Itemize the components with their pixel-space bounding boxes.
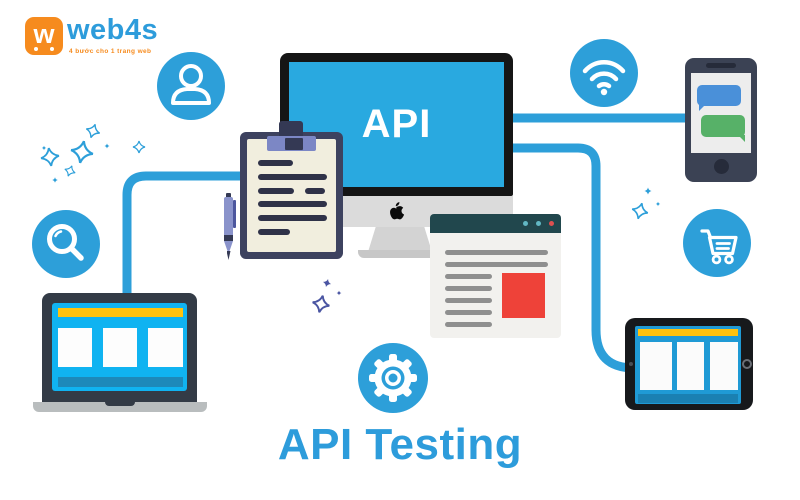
cart-icon <box>683 209 751 277</box>
tablet-home-button <box>742 359 752 369</box>
tablet-content-column <box>710 342 738 390</box>
tablet-header-bar <box>638 329 738 336</box>
pen-body <box>224 197 233 237</box>
phone-home-button <box>714 159 729 174</box>
clipboard-paper <box>247 139 336 252</box>
wifi-icon <box>570 39 638 107</box>
chat-bubble-tail <box>738 135 745 142</box>
tablet-camera-dot <box>629 362 633 366</box>
chat-bubble-blue-icon <box>697 85 741 106</box>
browser-text-line <box>445 274 492 279</box>
pen-clip <box>233 200 236 228</box>
chat-bubble-tail <box>699 104 706 111</box>
pen-tip <box>226 251 231 260</box>
logo-badge-letter: w <box>33 19 55 49</box>
imac-monitor-stand-base <box>358 250 442 258</box>
web4s-logo-badge: w <box>25 17 63 55</box>
page-title: API Testing <box>277 420 523 469</box>
clipboard-text-line <box>258 188 294 194</box>
laptop-content-column <box>103 328 137 367</box>
apple-logo-icon <box>390 202 405 220</box>
clipboard-text-line <box>258 174 327 180</box>
clipboard-clip-inner <box>285 138 303 150</box>
sparkle-cluster-right <box>629 187 661 222</box>
connector-monitor-to-tablet <box>495 143 649 373</box>
gear-icon <box>358 343 428 413</box>
browser-dot-icon <box>549 221 554 226</box>
browser-dot-icon <box>536 221 541 226</box>
browser-text-line <box>445 262 548 267</box>
browser-text-line <box>445 322 492 327</box>
clipboard-text-line <box>258 160 293 166</box>
browser-titlebar <box>430 214 561 233</box>
tablet-content-column <box>640 342 672 390</box>
clipboard-clip-knob <box>279 121 303 140</box>
browser-image-placeholder <box>502 273 545 318</box>
browser-text-line <box>445 298 492 303</box>
laptop-footer-bar <box>58 377 183 387</box>
browser-text-line <box>445 250 548 255</box>
pen-cone <box>224 241 233 254</box>
laptop-content-column <box>148 328 183 367</box>
laptop-content-column <box>58 328 92 367</box>
pen-clicker <box>226 193 231 198</box>
connector-clipboard-to-laptop <box>122 171 257 305</box>
tablet-content-column <box>677 342 704 390</box>
browser-text-line <box>445 310 492 315</box>
cart-wheel-icon <box>50 47 54 51</box>
web4s-logo-name: web4s <box>67 14 159 46</box>
search-icon <box>32 210 100 278</box>
clipboard-text-line <box>258 201 327 207</box>
web4s-logo-tagline: 4 bước cho 1 trang web <box>69 48 152 55</box>
laptop-base-notch <box>105 402 135 406</box>
phone-speaker <box>706 63 736 68</box>
cart-wheel-icon <box>34 47 38 51</box>
chat-bubble-green-icon <box>701 115 745 137</box>
laptop-base <box>33 402 207 412</box>
browser-dot-icon <box>523 221 528 226</box>
browser-window <box>430 214 561 338</box>
imac-monitor-stand-neck <box>368 227 432 252</box>
api-label: API <box>361 102 432 146</box>
user-icon <box>157 52 225 120</box>
pen-grip-band <box>224 235 233 241</box>
sparkle-cluster-center <box>309 277 342 316</box>
clipboard-text-line <box>258 229 290 235</box>
clipboard-text-line <box>305 188 325 194</box>
laptop-header-bar <box>58 308 183 317</box>
tablet-footer-bar <box>638 394 738 403</box>
clipboard-text-line <box>258 215 327 221</box>
sparkle-cluster-top-left <box>38 121 146 183</box>
browser-text-line <box>445 286 492 291</box>
